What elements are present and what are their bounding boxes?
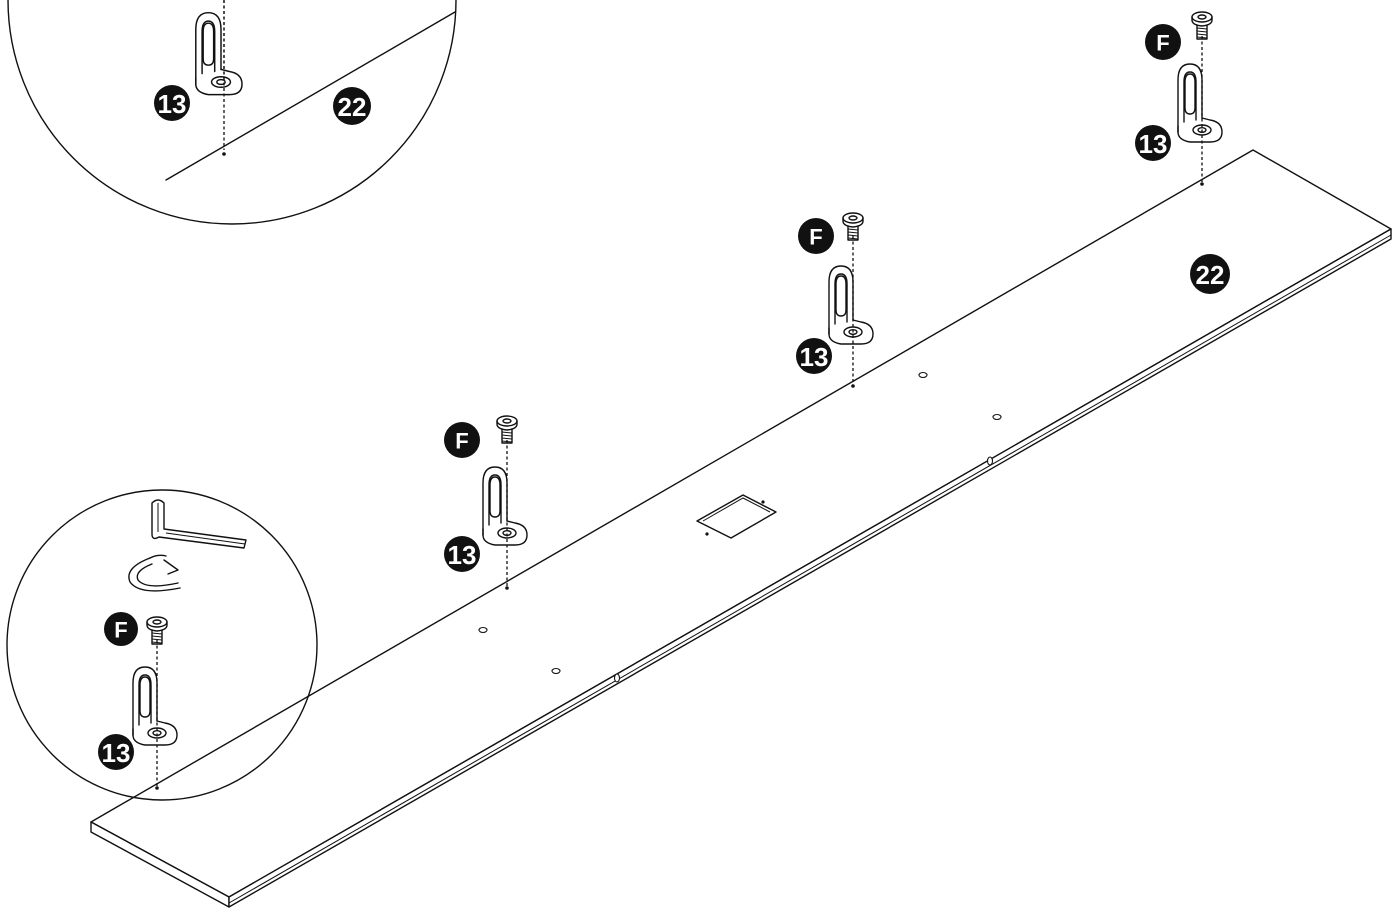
assembly-point-3: F 13 — [1135, 12, 1222, 186]
label-13: 13 — [444, 536, 480, 572]
label-22-detail-top: 22 — [333, 87, 371, 125]
bracket-13 — [829, 266, 873, 344]
label-13-detail: 13 — [98, 734, 134, 770]
svg-text:13: 13 — [1139, 129, 1168, 159]
label-13: 13 — [796, 338, 832, 374]
label-F: F — [798, 218, 834, 254]
screw-F — [843, 213, 863, 240]
screw-F — [497, 416, 517, 443]
screw-F-detail — [147, 617, 167, 644]
screw-F — [1192, 12, 1212, 39]
bracket-13-detail — [133, 667, 177, 745]
label-F: F — [1145, 24, 1181, 60]
detail-circle-top: 13 22 — [8, 0, 456, 224]
label-F-detail: F — [104, 612, 138, 646]
pilot-hole — [993, 415, 1001, 420]
label-13-detail-top: 13 — [154, 85, 190, 121]
svg-text:F: F — [455, 429, 468, 454]
svg-text:13: 13 — [102, 738, 131, 768]
label-22: 22 — [1190, 254, 1230, 294]
svg-text:F: F — [809, 225, 822, 250]
clockwise-rotation-arrow-icon — [129, 555, 180, 591]
bracket-13 — [1178, 64, 1222, 142]
label-F: F — [444, 422, 480, 458]
svg-text:F: F — [114, 618, 127, 643]
bracket-13 — [483, 467, 527, 545]
svg-text:22: 22 — [338, 92, 367, 122]
svg-text:13: 13 — [158, 89, 187, 119]
edge-hole — [615, 674, 620, 682]
assembly-point-1: F 13 — [444, 416, 527, 590]
edge-hole — [988, 457, 993, 465]
svg-text:F: F — [1156, 31, 1169, 56]
pilot-hole — [479, 628, 487, 633]
bracket-13-detail-top — [196, 0, 242, 95]
svg-text:13: 13 — [448, 540, 477, 570]
pilot-hole — [552, 669, 560, 674]
assembly-point-2: F 13 — [796, 213, 873, 388]
svg-text:13: 13 — [800, 342, 829, 372]
svg-text:22: 22 — [1196, 260, 1225, 290]
pilot-hole — [919, 373, 927, 378]
label-13: 13 — [1135, 125, 1171, 161]
